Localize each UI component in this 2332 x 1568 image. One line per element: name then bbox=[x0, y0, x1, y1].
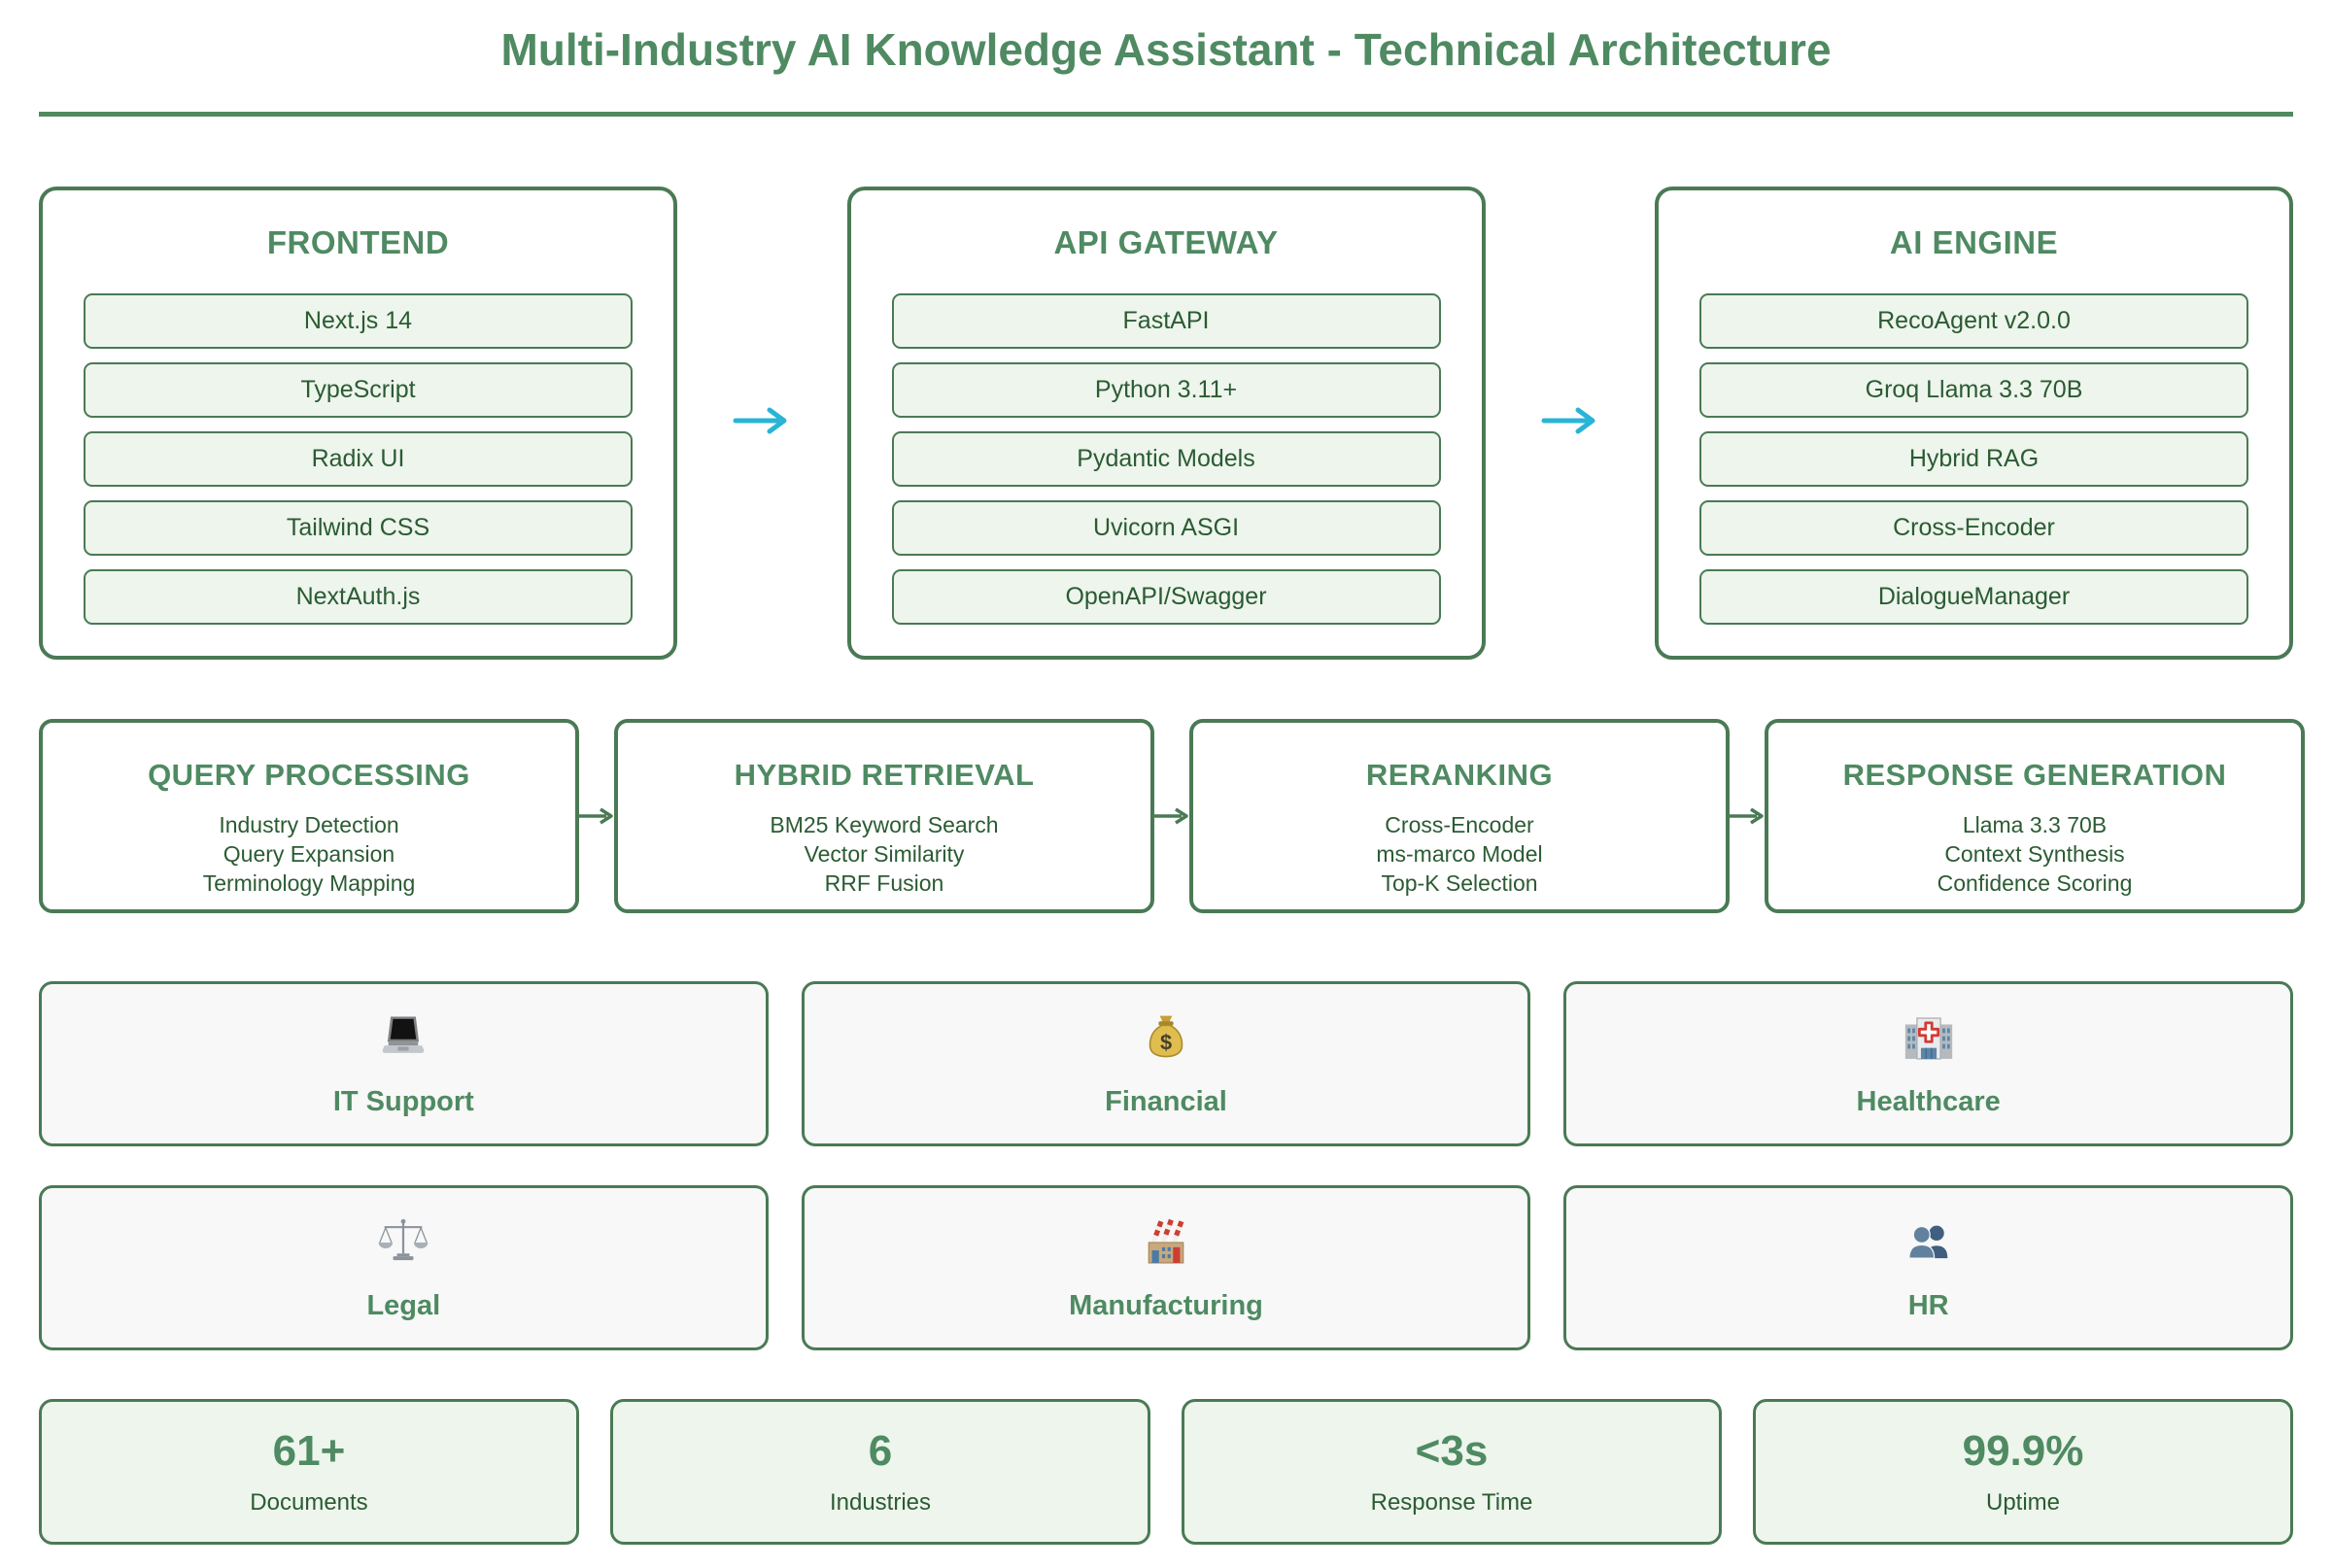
stat-industries: 6 Industries bbox=[610, 1399, 1150, 1545]
right-arrow-icon bbox=[733, 403, 791, 443]
svg-text:$: $ bbox=[1160, 1030, 1172, 1054]
stats-row: 61+ Documents 6 Industries <3s Response … bbox=[39, 1399, 2293, 1545]
stat-value: 99.9% bbox=[1962, 1427, 2084, 1475]
stat-value: 6 bbox=[868, 1427, 893, 1475]
industry-row: IT Support $ Financial bbox=[39, 981, 2294, 1146]
stack-row: FRONTEND Next.js 14 TypeScript Radix UI … bbox=[39, 187, 2293, 660]
flow-arrow-gap bbox=[677, 187, 847, 660]
stack-item: Radix UI bbox=[84, 431, 633, 487]
pipeline-step: BM25 Keyword Search bbox=[770, 812, 999, 837]
industry-label: Financial bbox=[1105, 1085, 1227, 1117]
industry-row: Legal bbox=[39, 1185, 2294, 1350]
hybrid-retrieval-title: HYBRID RETRIEVAL bbox=[734, 758, 1035, 792]
frontend-box: FRONTEND Next.js 14 TypeScript Radix UI … bbox=[39, 187, 677, 660]
right-arrow-icon bbox=[1541, 403, 1599, 443]
api-gateway-items: FastAPI Python 3.11+ Pydantic Models Uvi… bbox=[891, 293, 1441, 625]
reranking-title: RERANKING bbox=[1365, 758, 1554, 792]
pipeline-step: Top-K Selection bbox=[1381, 870, 1538, 896]
stack-item: RecoAgent v2.0.0 bbox=[1699, 293, 2248, 349]
query-processing-box: QUERY PROCESSING Industry Detection Quer… bbox=[39, 719, 579, 913]
flow-arrow-gap bbox=[1486, 187, 1656, 660]
pipeline-row: QUERY PROCESSING Industry Detection Quer… bbox=[39, 719, 2305, 913]
pipeline-step: RRF Fusion bbox=[824, 870, 944, 896]
stack-item: FastAPI bbox=[891, 293, 1441, 349]
laptop-icon bbox=[375, 1010, 431, 1067]
industry-label: Manufacturing bbox=[1069, 1289, 1263, 1321]
stat-label: Industries bbox=[829, 1489, 932, 1516]
stack-item: Hybrid RAG bbox=[1699, 431, 2248, 487]
balance-scale-icon bbox=[375, 1214, 431, 1271]
frontend-items: Next.js 14 TypeScript Radix UI Tailwind … bbox=[84, 293, 633, 625]
industry-card-financial: $ Financial bbox=[801, 981, 1531, 1146]
stat-label: Response Time bbox=[1370, 1489, 1533, 1516]
stack-item: Uvicorn ASGI bbox=[891, 500, 1441, 556]
pipeline-arrow-icon bbox=[1730, 719, 1765, 913]
title-divider bbox=[39, 112, 2293, 117]
response-generation-title: RESPONSE GENERATION bbox=[1842, 758, 2227, 792]
response-generation-steps: Llama 3.3 70B Context Synthesis Confiden… bbox=[1768, 810, 2301, 898]
hospital-icon bbox=[1901, 1010, 1957, 1067]
stat-uptime: 99.9% Uptime bbox=[1753, 1399, 2293, 1545]
industry-label: Healthcare bbox=[1856, 1085, 2001, 1117]
money-bag-icon: $ bbox=[1138, 1010, 1194, 1067]
industry-card-it-support: IT Support bbox=[39, 981, 769, 1146]
reranking-box: RERANKING Cross-Encoder ms-marco Model T… bbox=[1189, 719, 1730, 913]
pipeline-step: Cross-Encoder bbox=[1385, 812, 1534, 837]
pipeline-step: Llama 3.3 70B bbox=[1962, 812, 2108, 837]
api-gateway-box: API GATEWAY FastAPI Python 3.11+ Pydanti… bbox=[846, 187, 1486, 660]
reranking-steps: Cross-Encoder ms-marco Model Top-K Selec… bbox=[1193, 810, 1726, 898]
stack-item: TypeScript bbox=[84, 362, 633, 418]
query-processing-steps: Industry Detection Query Expansion Termi… bbox=[43, 810, 575, 898]
pipeline-step: Context Synthesis bbox=[1944, 841, 2125, 867]
api-gateway-title: API GATEWAY bbox=[1053, 224, 1279, 260]
query-processing-title: QUERY PROCESSING bbox=[148, 758, 470, 792]
stack-item: Groq Llama 3.3 70B bbox=[1699, 362, 2248, 418]
stack-item: Python 3.11+ bbox=[891, 362, 1441, 418]
industry-card-healthcare: Healthcare bbox=[1563, 981, 2294, 1146]
response-generation-box: RESPONSE GENERATION Llama 3.3 70B Contex… bbox=[1765, 719, 2305, 913]
stat-value: 61+ bbox=[272, 1427, 346, 1475]
pipeline-step: Vector Similarity bbox=[804, 841, 965, 867]
industry-card-manufacturing: Manufacturing bbox=[801, 1185, 1531, 1350]
stat-response-time: <3s Response Time bbox=[1182, 1399, 1722, 1545]
factory-icon bbox=[1138, 1214, 1194, 1271]
stack-item: Next.js 14 bbox=[84, 293, 633, 349]
ai-engine-title: AI ENGINE bbox=[1889, 224, 2059, 260]
ai-engine-box: AI ENGINE RecoAgent v2.0.0 Groq Llama 3.… bbox=[1655, 187, 2293, 660]
pipeline-step: ms-marco Model bbox=[1376, 841, 1543, 867]
stack-item: NextAuth.js bbox=[84, 569, 633, 625]
pipeline-step: Confidence Scoring bbox=[1937, 870, 2133, 896]
ai-engine-items: RecoAgent v2.0.0 Groq Llama 3.3 70B Hybr… bbox=[1699, 293, 2248, 625]
stat-label: Uptime bbox=[1985, 1489, 2061, 1516]
stack-item: DialogueManager bbox=[1699, 569, 2248, 625]
pipeline-step: Industry Detection bbox=[219, 812, 399, 837]
stat-documents: 61+ Documents bbox=[39, 1399, 579, 1545]
industry-card-hr: HR bbox=[1563, 1185, 2294, 1350]
pipeline-arrow-icon bbox=[579, 719, 614, 913]
stat-label: Documents bbox=[250, 1489, 368, 1516]
industry-card-legal: Legal bbox=[39, 1185, 769, 1350]
page-title: Multi-Industry AI Knowledge Assistant - … bbox=[500, 24, 1832, 75]
pipeline-arrow-icon bbox=[1154, 719, 1189, 913]
hybrid-retrieval-box: HYBRID RETRIEVAL BM25 Keyword Search Vec… bbox=[614, 719, 1154, 913]
stack-item: Tailwind CSS bbox=[84, 500, 633, 556]
stat-value: <3s bbox=[1415, 1427, 1489, 1475]
industry-label: IT Support bbox=[332, 1085, 474, 1117]
people-icon bbox=[1901, 1214, 1957, 1271]
stack-item: OpenAPI/Swagger bbox=[891, 569, 1441, 625]
stack-item: Cross-Encoder bbox=[1699, 500, 2248, 556]
industry-label: HR bbox=[1907, 1289, 1949, 1321]
pipeline-step: Terminology Mapping bbox=[202, 870, 416, 896]
pipeline-step: Query Expansion bbox=[223, 841, 395, 867]
stack-item: Pydantic Models bbox=[891, 431, 1441, 487]
industry-label: Legal bbox=[366, 1289, 441, 1321]
frontend-title: FRONTEND bbox=[266, 224, 450, 260]
hybrid-retrieval-steps: BM25 Keyword Search Vector Similarity RR… bbox=[618, 810, 1150, 898]
